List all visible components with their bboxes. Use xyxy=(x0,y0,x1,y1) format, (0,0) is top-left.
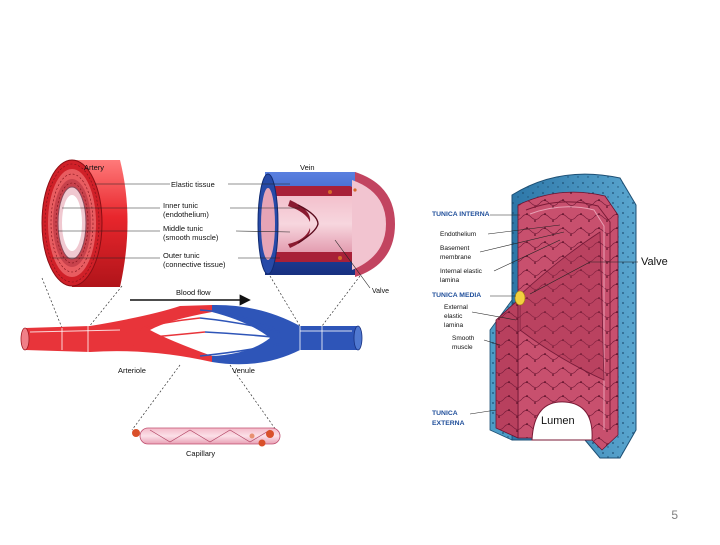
arteriole-label: Arteriole xyxy=(118,366,146,375)
artery-vein-diagram: Artery Vein Elastic tissue Inner tunic (… xyxy=(20,159,395,458)
page-number: 5 xyxy=(671,508,678,522)
internal-elastic-sublabel: lamina xyxy=(440,277,460,284)
vein-label: Vein xyxy=(300,163,315,172)
capillary-illustration: Capillary xyxy=(132,427,281,458)
basement-label: Basement xyxy=(440,245,469,252)
external-elastic-sublabel-2: lamina xyxy=(444,322,464,329)
tunica-media-label: TUNICA MEDIA xyxy=(432,292,481,299)
vein-wall-diagram: Lumen TUNICA INTERNA Endothelium Basemen… xyxy=(432,173,668,459)
leader-lines xyxy=(52,183,371,289)
external-elastic-label: External xyxy=(444,304,468,311)
tunica-interna-label: TUNICA INTERNA xyxy=(432,211,490,218)
lumen-label: Lumen xyxy=(541,415,575,427)
wall-leader-lines xyxy=(469,214,638,415)
tunica-externa-label: TUNICA xyxy=(432,410,458,417)
middle-tunic-label: Middle tunic xyxy=(163,224,203,233)
zoom-lines xyxy=(41,275,361,431)
tunic-labels: Artery Vein Elastic tissue Inner tunic (… xyxy=(52,163,389,295)
venule-label: Venule xyxy=(232,366,255,375)
valve-label-right: Valve xyxy=(641,256,668,268)
vein-illustration xyxy=(257,172,395,277)
basement-sublabel: membrane xyxy=(440,254,471,261)
elastic-tissue-label: Elastic tissue xyxy=(171,180,215,189)
internal-elastic-label: Internal elastic xyxy=(440,268,483,275)
valve-label: Valve xyxy=(372,288,389,295)
middle-tunic-sublabel: (smooth muscle) xyxy=(163,233,219,242)
tunica-externa-sublabel: EXTERNA xyxy=(432,420,465,427)
outer-tunic-sublabel: (connective tissue) xyxy=(163,260,226,269)
blood-flow-arrow: Blood flow xyxy=(130,288,251,306)
artery-illustration xyxy=(41,159,128,287)
artery-label: Artery xyxy=(84,163,104,172)
capillary-label: Capillary xyxy=(186,449,215,458)
inner-tunic-sublabel: (endothelium) xyxy=(163,210,209,219)
vessel-network: Arteriole Venule xyxy=(20,304,363,375)
smooth-muscle-sublabel: muscle xyxy=(452,344,473,351)
smooth-muscle-label: Smooth xyxy=(452,335,475,342)
wall-layer-labels: TUNICA INTERNA Endothelium Basement memb… xyxy=(432,211,668,427)
endothelium-label: Endothelium xyxy=(440,231,476,238)
outer-tunic-label: Outer tunic xyxy=(163,251,200,260)
external-elastic-sublabel-1: elastic xyxy=(444,313,463,320)
inner-tunic-label: Inner tunic xyxy=(163,201,198,210)
blood-flow-label: Blood flow xyxy=(176,288,211,297)
